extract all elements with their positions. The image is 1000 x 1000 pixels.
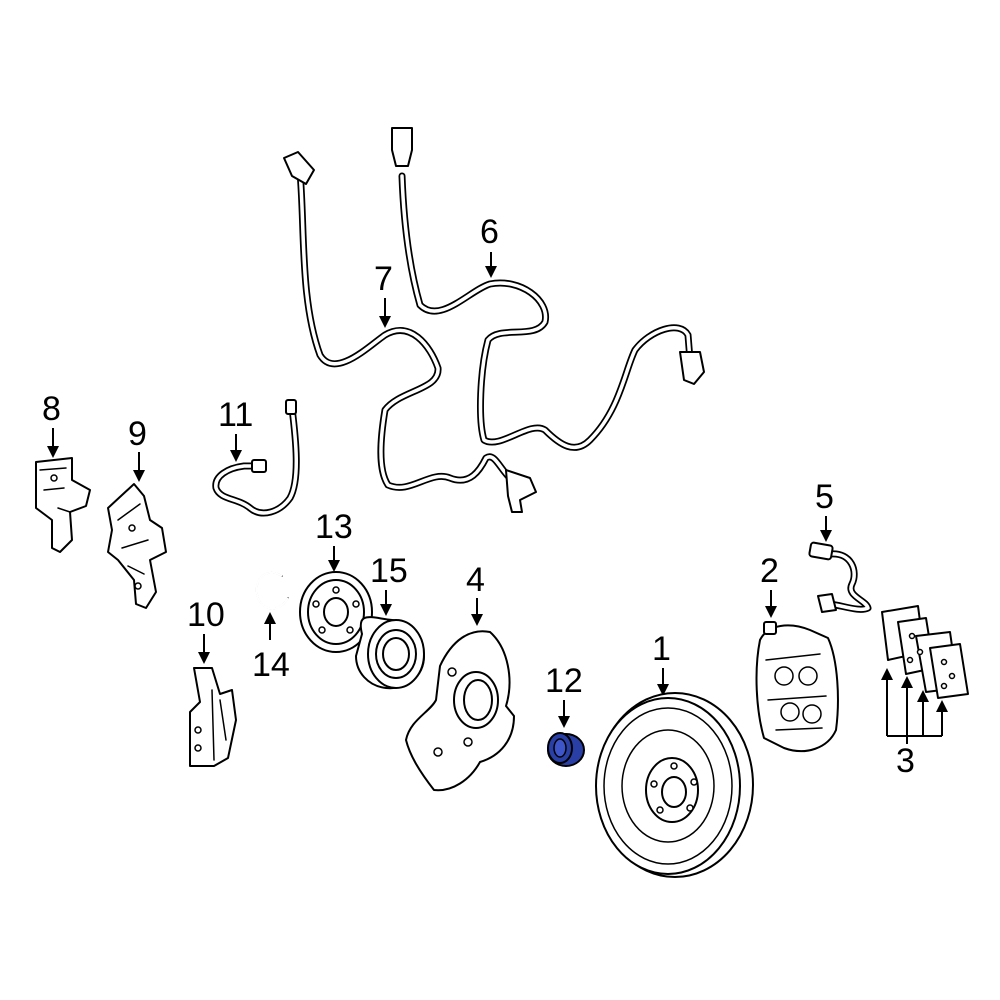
callout-arrows bbox=[47, 252, 948, 744]
wear-sensor-5 bbox=[808, 541, 872, 613]
bracket-8 bbox=[35, 457, 91, 553]
callout-12[interactable]: 12 bbox=[545, 662, 583, 700]
callout-3[interactable]: 3 bbox=[896, 742, 915, 780]
wheel-bearing-15 bbox=[355, 616, 425, 690]
bracket-9 bbox=[107, 483, 167, 609]
callout-9[interactable]: 9 bbox=[128, 415, 147, 453]
abs-sensor-wire-6 bbox=[391, 127, 705, 451]
callout-15[interactable]: 15 bbox=[370, 552, 408, 590]
bracket-10 bbox=[189, 667, 237, 767]
callout-8[interactable]: 8 bbox=[42, 390, 61, 428]
brake-hose-11 bbox=[212, 399, 300, 517]
callout-7[interactable]: 7 bbox=[374, 260, 393, 298]
callout-10[interactable]: 10 bbox=[187, 596, 225, 634]
callout-6[interactable]: 6 bbox=[480, 213, 499, 251]
callout-2[interactable]: 2 bbox=[760, 552, 779, 590]
callout-4[interactable]: 4 bbox=[466, 561, 485, 599]
hub-13 bbox=[299, 571, 373, 653]
brake-rotor-1 bbox=[595, 692, 754, 878]
callout-14[interactable]: 14 bbox=[252, 646, 290, 684]
callout-5[interactable]: 5 bbox=[815, 478, 834, 516]
abs-sensor-wire-7 bbox=[283, 151, 537, 513]
splash-shield-4 bbox=[405, 630, 515, 792]
snap-ring-14 bbox=[255, 571, 289, 610]
brake-pads-3 bbox=[881, 605, 969, 699]
brake-caliper-2 bbox=[755, 621, 839, 753]
callout-1[interactable]: 1 bbox=[652, 630, 671, 668]
dust-cap-12[interactable] bbox=[547, 732, 585, 767]
callout-13[interactable]: 13 bbox=[315, 508, 353, 546]
callout-11[interactable]: 11 bbox=[218, 396, 253, 434]
